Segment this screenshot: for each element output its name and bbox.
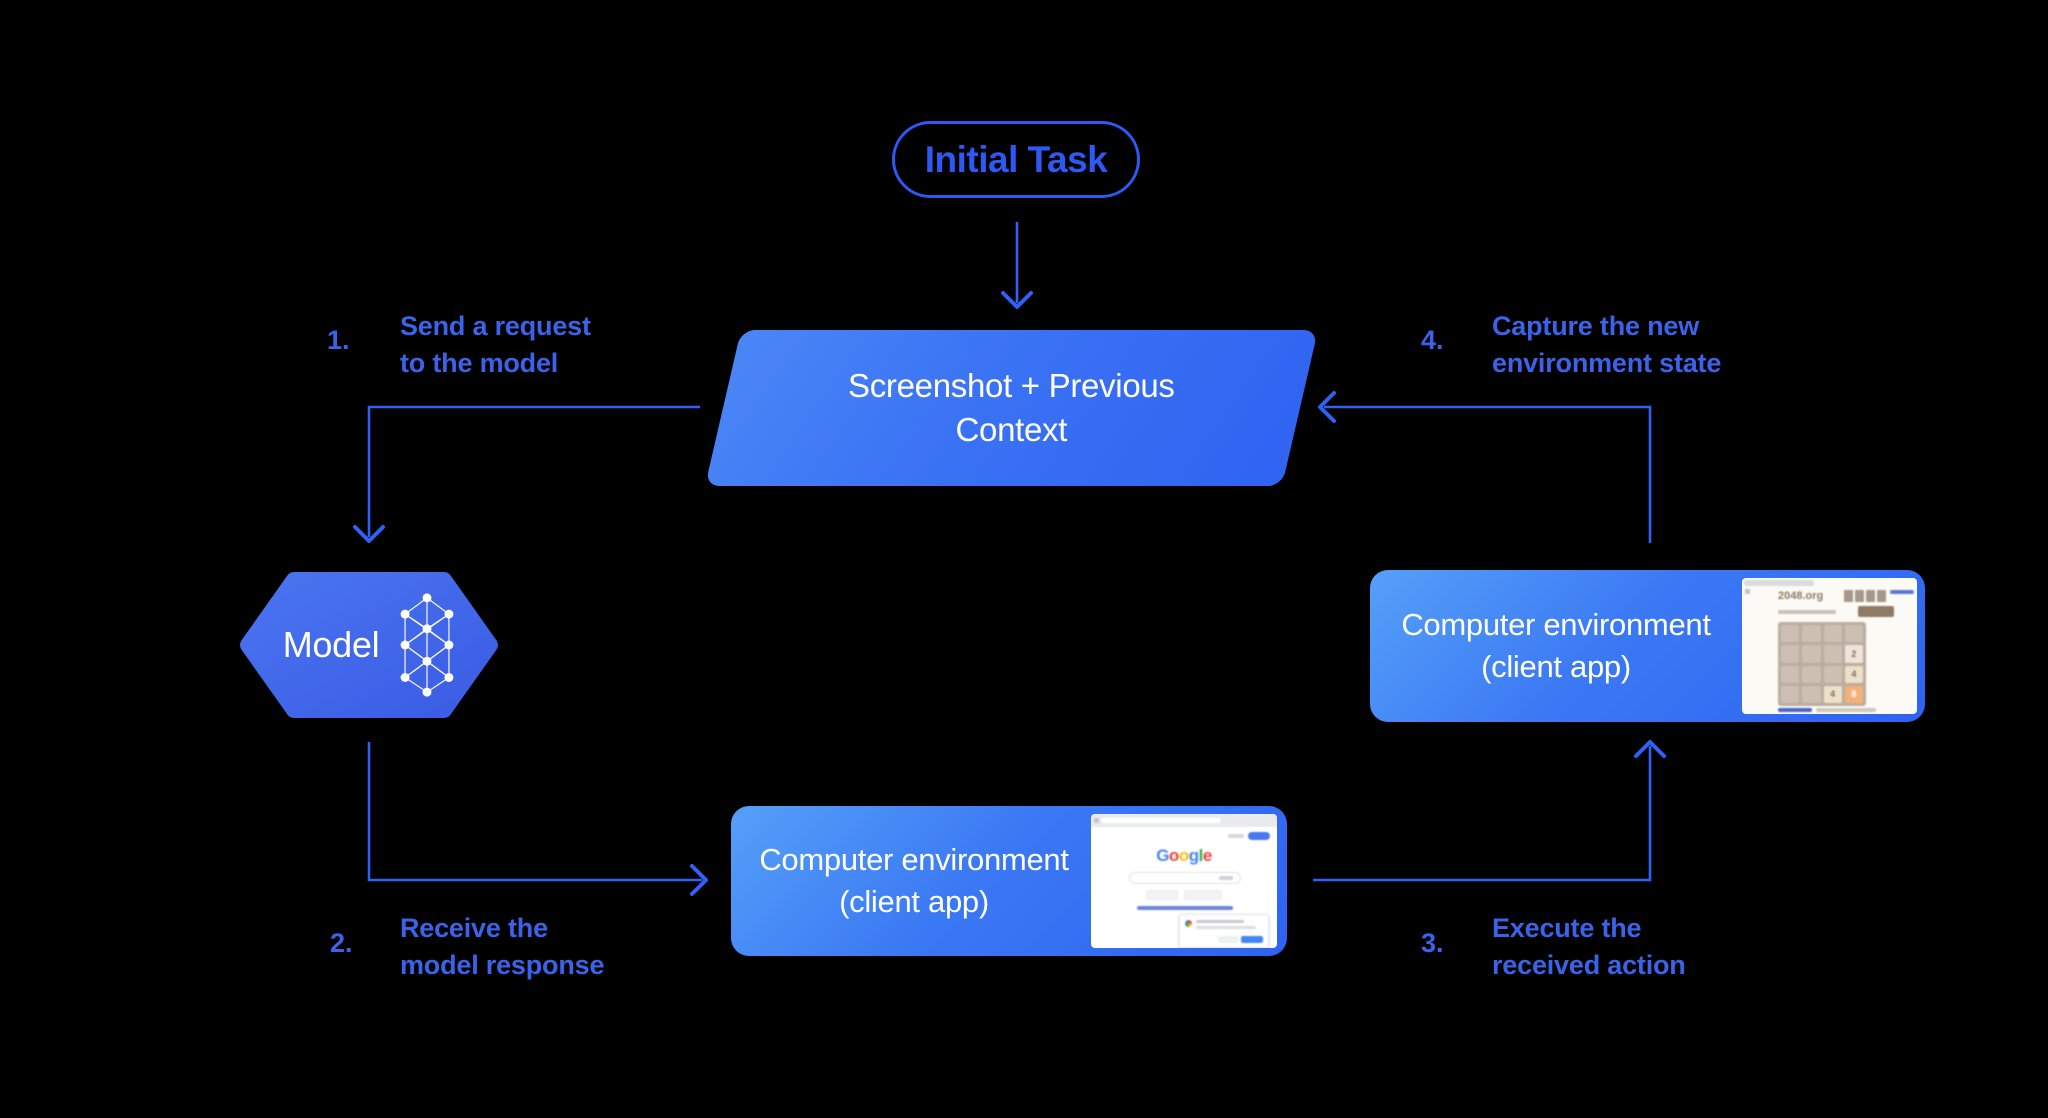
blurred-icons-bar — [1228, 834, 1244, 838]
tile-cell — [1823, 625, 1842, 643]
popup-dialog — [1179, 914, 1269, 948]
browser-tab-bar — [1744, 580, 1814, 586]
tile-cell — [1802, 625, 1821, 643]
score-boxes — [1844, 590, 1886, 602]
tile-4: 4 — [1844, 665, 1863, 683]
search-icons — [1219, 876, 1233, 880]
site-title: 2048.org — [1778, 590, 1824, 602]
step-3-label: Execute the received action — [1492, 913, 1686, 980]
tile-cell — [1823, 645, 1842, 663]
tile-2: 2 — [1844, 645, 1863, 663]
env-right-node: Computer environment (client app) 2048.o… — [1370, 570, 1925, 722]
browser-icon — [1745, 589, 1750, 594]
new-game-button — [1858, 606, 1894, 617]
screenshot-context-node: Screenshot + Previous Context — [704, 330, 1319, 486]
mini-screenshot-google: Google — [1091, 814, 1277, 948]
tile-8: 8 — [1844, 685, 1863, 703]
sign-in-button — [1248, 832, 1270, 840]
blurred-link-bar — [1137, 906, 1233, 910]
tile-cell — [1844, 625, 1863, 643]
blurred-text-bar — [1196, 926, 1256, 929]
blurred-text-bar — [1778, 610, 1836, 614]
game-grid-2048: 2 4 4 8 — [1778, 622, 1866, 706]
browser-chrome — [1091, 814, 1277, 827]
model-label: Model — [282, 624, 380, 665]
search-input — [1129, 872, 1241, 884]
step-4-number: 4. — [1421, 325, 1444, 355]
arrowhead-left-icon — [1318, 391, 1336, 423]
arrowhead-right-icon — [690, 864, 708, 896]
hexagon-shape — [240, 572, 498, 718]
env-right-label: Computer environment (client app) — [1401, 607, 1711, 684]
arrow-context-to-model — [367, 405, 700, 537]
tile-4: 4 — [1823, 685, 1842, 703]
step-3-number: 3. — [1421, 928, 1444, 958]
step-4-label: Capture the new environment state — [1492, 311, 1722, 378]
model-node: Model — [238, 571, 500, 719]
blurred-link-bar — [1778, 708, 1812, 712]
tile-cell — [1802, 645, 1821, 663]
tile-cell — [1781, 685, 1800, 703]
blurred-text-bar — [1196, 920, 1244, 923]
blurred-text-bar — [1816, 708, 1876, 712]
address-bar — [1101, 818, 1221, 823]
initial-task-label: Initial Task — [924, 138, 1108, 180]
tile-cell — [1823, 665, 1842, 683]
tile-cell — [1802, 685, 1821, 703]
arrowhead-up-icon — [1634, 740, 1666, 758]
arrow-env-to-env — [1313, 746, 1652, 882]
step-1-number: 1. — [327, 325, 350, 355]
tile-cell — [1781, 665, 1800, 683]
mini-screenshot-2048: 2048.org 2 4 — [1742, 578, 1917, 714]
browser-tab — [1094, 818, 1099, 823]
neural-network-icon — [400, 593, 454, 697]
arrowhead-down-icon — [1001, 291, 1033, 309]
step-2-label: Receive the model response — [400, 913, 605, 980]
search-buttons — [1091, 890, 1277, 900]
arrow-env-to-context — [1324, 405, 1652, 543]
google-g-icon — [1185, 920, 1192, 927]
tile-cell — [1781, 645, 1800, 663]
initial-task-node: Initial Task — [892, 121, 1140, 198]
tile-cell — [1802, 665, 1821, 683]
arrow-model-to-env — [367, 742, 702, 882]
blurred-link-bar — [1890, 590, 1914, 594]
google-logo: Google — [1156, 846, 1212, 865]
screenshot-context-label: Screenshot + Previous Context — [848, 367, 1175, 448]
env-bottom-node: Computer environment (client app) Google — [731, 806, 1287, 956]
arrowhead-down-icon — [353, 525, 385, 543]
step-1-label: Send a request to the model — [400, 311, 591, 378]
step-2-number: 2. — [330, 928, 353, 958]
dialog-secondary-button — [1218, 936, 1238, 943]
dialog-primary-button — [1241, 936, 1263, 943]
tile-cell — [1781, 625, 1800, 643]
env-bottom-label: Computer environment (client app) — [759, 842, 1069, 919]
